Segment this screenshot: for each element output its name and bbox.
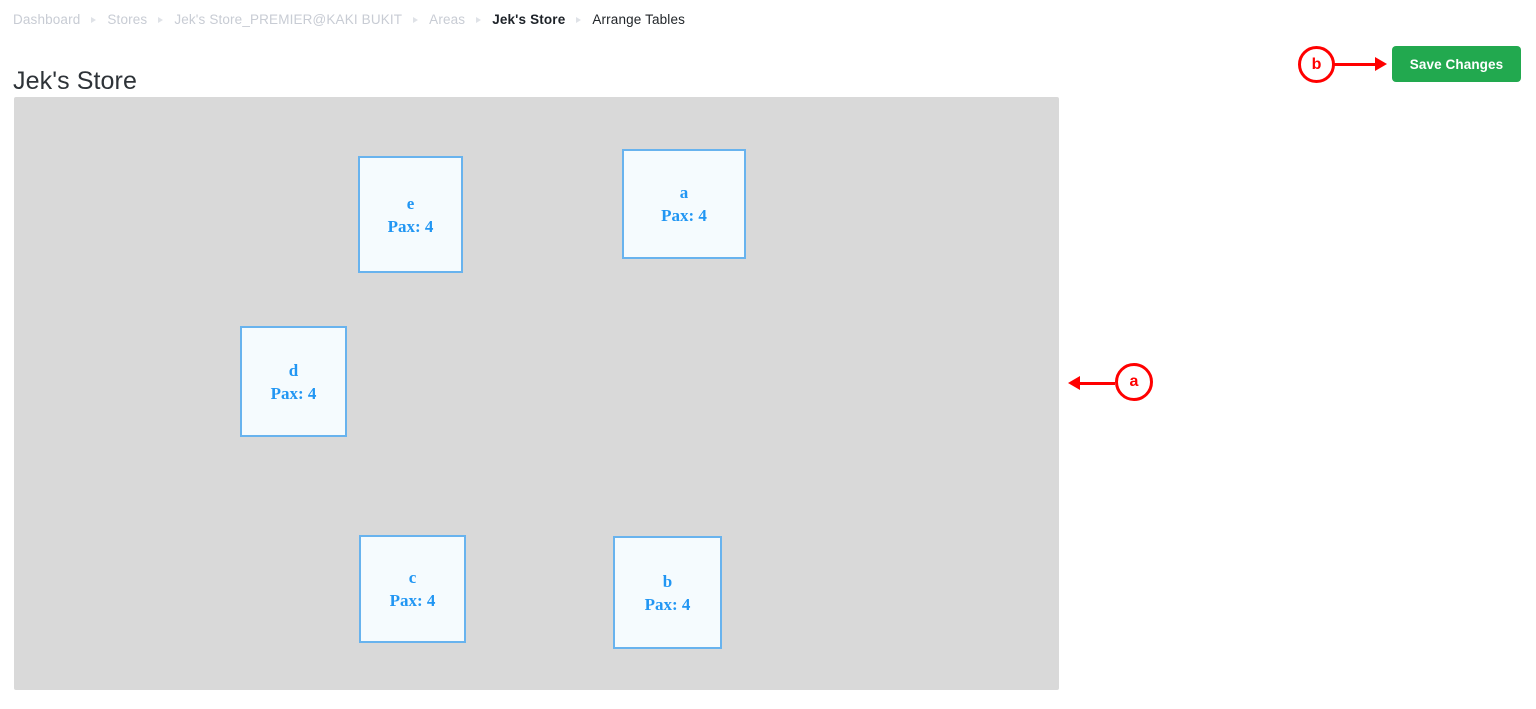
breadcrumb: Dashboard Stores Jek's Store_PREMIER@KAK… [13,11,685,29]
table-label: a [679,183,689,202]
table-label: b [662,571,673,591]
table-pax: Pax: 4 [387,216,434,236]
chevron-right-icon [576,17,582,23]
annotation-marker-b: b [1298,46,1335,83]
annotation-b-line [1333,62,1375,66]
breadcrumb-item-arrange-tables: Arrange Tables [592,12,686,27]
breadcrumb-item-store-premier[interactable]: Jek's Store_PREMIER@KAKI BUKIT [174,12,403,27]
table-label: e [406,193,415,213]
annotation-a-line [1079,381,1115,385]
table-label: d [288,360,299,380]
annotation-a-arrowhead [1068,376,1080,390]
chevron-right-icon [413,17,419,23]
table-pax: Pax: 4 [389,591,436,610]
breadcrumb-item-jeks-store[interactable]: Jek's Store [492,12,566,27]
breadcrumb-item-areas[interactable]: Areas [429,12,466,27]
table-pax: Pax: 4 [644,594,691,614]
page-title: Jek's Store [13,66,137,95]
table-label: c [408,568,417,587]
table-pax: Pax: 4 [270,383,317,403]
breadcrumb-item-stores[interactable]: Stores [107,12,148,27]
table-pax: Pax: 4 [661,206,707,225]
chevron-right-icon [476,17,482,23]
chevron-right-icon [158,17,164,23]
annotation-marker-a: a [1115,363,1153,401]
breadcrumb-item-dashboard[interactable]: Dashboard [13,12,81,27]
save-changes-button[interactable]: Save Changes [1392,46,1521,82]
annotation-b-arrowhead [1375,57,1387,71]
chevron-right-icon [91,17,97,23]
